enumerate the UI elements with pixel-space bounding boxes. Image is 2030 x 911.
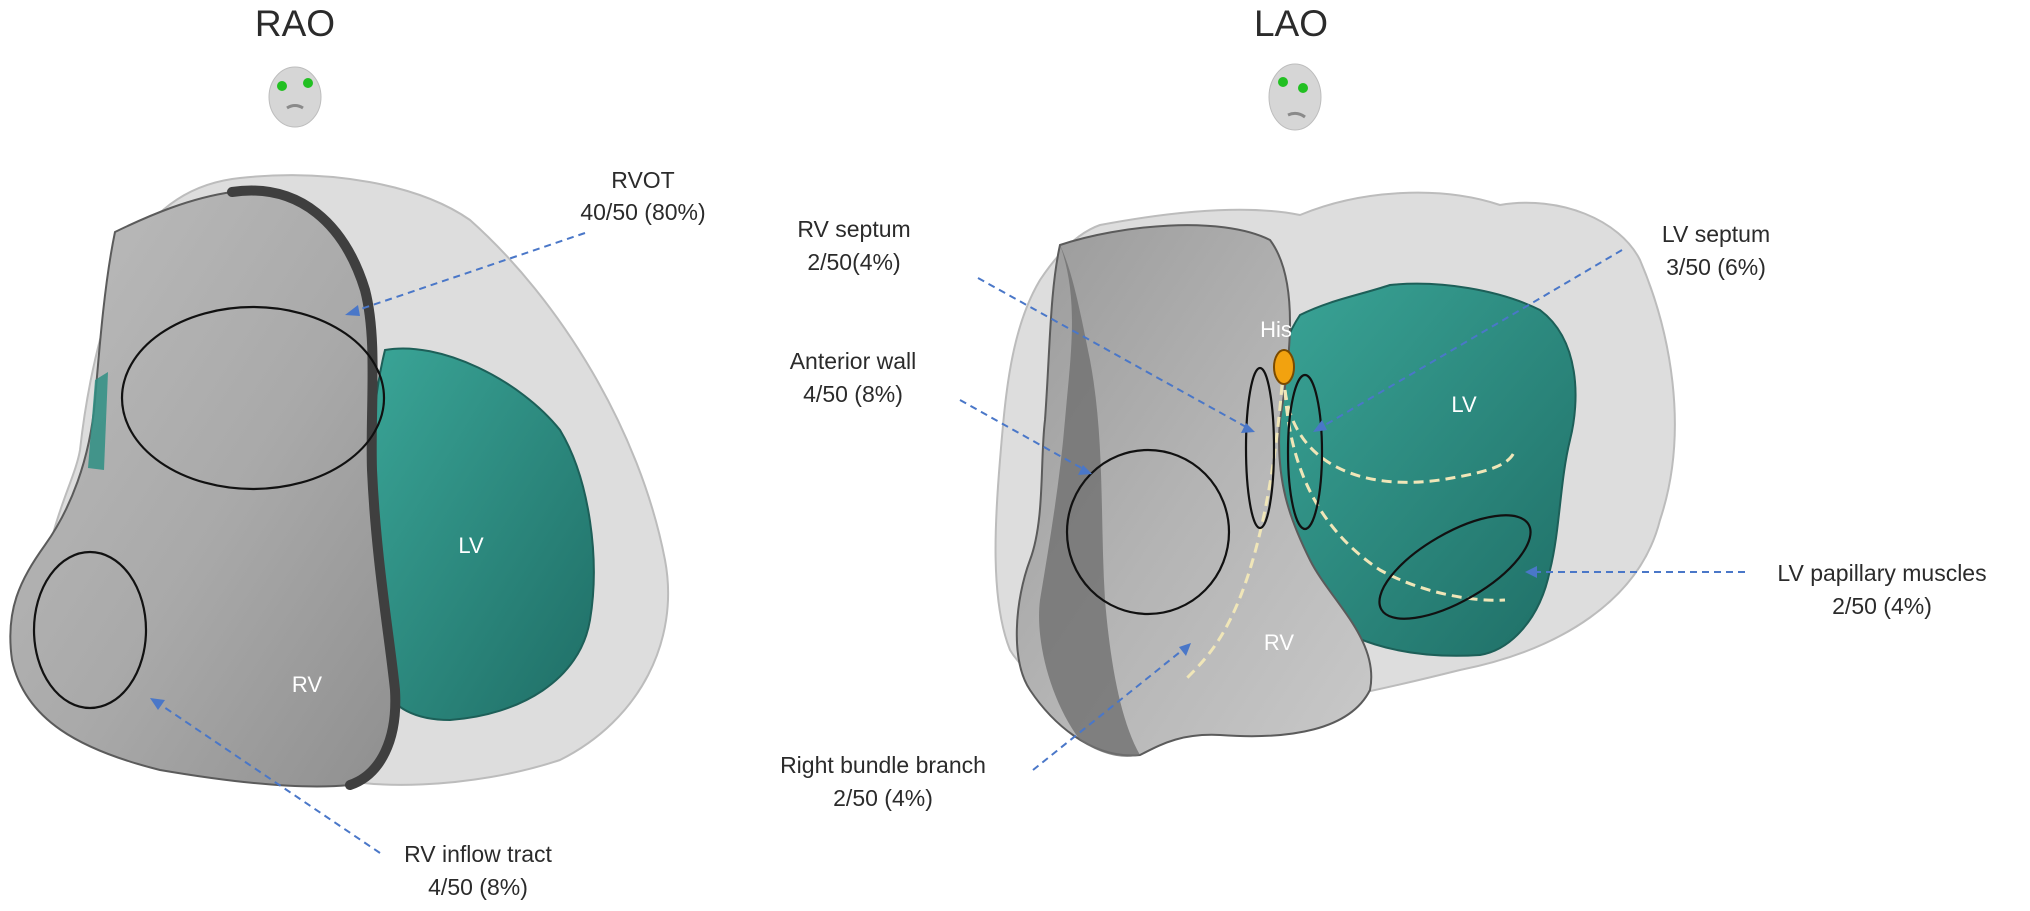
- rao-view: RAO RV LV RVOT 40/50 (80%) RV in: [9, 3, 706, 900]
- lao-lv-septum-leader: [1319, 249, 1623, 429]
- lao-rv-septum-leader: [977, 277, 1249, 429]
- lao-lv-papillary-ring: [1378, 514, 1532, 620]
- lao-rv-septum-count: 2/50(4%): [807, 249, 900, 275]
- rao-rv-inflow-arrowhead: [150, 698, 165, 710]
- lao-lv-septum-ring: [1286, 373, 1324, 531]
- his-label: His: [1260, 317, 1292, 342]
- lao-rv-label: RV: [1264, 630, 1294, 655]
- rao-rv-inflow-leader: [157, 702, 381, 854]
- rao-title: RAO: [255, 3, 335, 44]
- his-marker: [1273, 349, 1295, 385]
- lao-rv-septum-name: RV septum: [797, 216, 910, 242]
- rao-rvot-leader: [351, 232, 586, 313]
- rao-rvot-name: RVOT: [611, 167, 674, 193]
- lao-lv-septum-arrowhead: [1313, 420, 1327, 432]
- lao-lv-papillary-name: LV papillary muscles: [1777, 560, 1986, 586]
- lao-lv-label: LV: [1451, 392, 1477, 417]
- lao-right-bundle-arrowhead: [1179, 643, 1191, 656]
- lao-right-bundle-leader: [1032, 647, 1186, 771]
- lao-view: LAO His LV RV: [780, 3, 1987, 811]
- lao-orientation-head-icon: [1268, 63, 1322, 131]
- rao-rvot-ring: [120, 305, 386, 491]
- lao-rv-dark-face: [1039, 245, 1140, 757]
- lao-anterior-wall-arrowhead: [1078, 465, 1092, 475]
- rao-rvot-arrowhead: [345, 305, 360, 316]
- rao-rv-border-rim: [227, 185, 401, 790]
- rao-orientation-head-icon: [268, 66, 322, 128]
- lao-anterior-wall-ring: [1065, 448, 1231, 616]
- rao-rv-inflow-ring: [32, 550, 148, 710]
- rao-rv-inflow-count: 4/50 (8%): [428, 874, 528, 900]
- rao-rv-inflow-name: RV inflow tract: [404, 841, 552, 867]
- lao-right-bundle-name: Right bundle branch: [780, 752, 986, 778]
- lao-lv-septum-name: LV septum: [1662, 221, 1770, 247]
- rao-lv-label: LV: [458, 533, 484, 558]
- lao-right-bundle-count: 2/50 (4%): [833, 785, 933, 811]
- lao-rv-septum-arrowhead: [1241, 423, 1255, 433]
- lao-lv-septum-count: 3/50 (6%): [1666, 254, 1766, 280]
- lao-lv-papillary-count: 2/50 (4%): [1832, 593, 1932, 619]
- lao-title: LAO: [1254, 3, 1328, 44]
- lao-anterior-wall-count: 4/50 (8%): [803, 381, 903, 407]
- rao-rv-label: RV: [292, 672, 322, 697]
- lao-anterior-wall-name: Anterior wall: [790, 348, 917, 374]
- rao-rvot-count: 40/50 (80%): [580, 199, 705, 225]
- lao-rv-septum-ring: [1244, 366, 1276, 530]
- lao-lv-papillary-arrowhead: [1525, 566, 1537, 578]
- left-bundle-upper-path: [1283, 389, 1517, 484]
- rao-lv-edge-patch: [88, 372, 108, 470]
- right-bundle-branch-path: [1183, 384, 1284, 682]
